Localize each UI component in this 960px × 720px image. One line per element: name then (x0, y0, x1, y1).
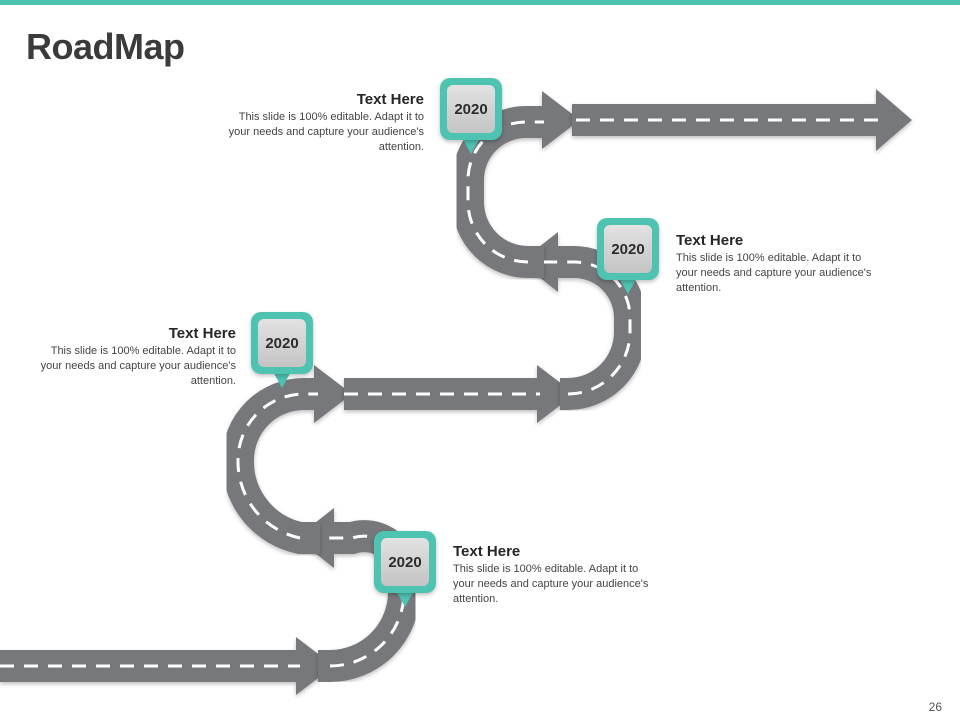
milestone-text-3: Text Here This slide is 100% editable. A… (36, 325, 236, 389)
milestone-year: 2020 (381, 538, 429, 586)
milestone-heading: Text Here (453, 543, 521, 560)
slide-title: RoadMap (26, 26, 185, 67)
milestone-marker-3: 2020 (251, 312, 313, 388)
milestone-description: This slide is 100% editable. Adapt it to… (228, 111, 424, 153)
page-number: 26 (928, 700, 942, 714)
milestone-description: This slide is 100% editable. Adapt it to… (40, 345, 236, 387)
milestone-marker-2: 2020 (597, 218, 659, 294)
milestone-heading: Text Here (356, 91, 424, 108)
milestone-marker-1: 2020 (440, 78, 502, 154)
milestone-description: This slide is 100% editable. Adapt it to… (676, 252, 872, 294)
milestone-heading: Text Here (168, 325, 236, 342)
milestone-description: This slide is 100% editable. Adapt it to… (453, 563, 649, 605)
road-segment-top (572, 89, 912, 151)
milestone-marker-4: 2020 (374, 531, 436, 607)
milestone-year: 2020 (258, 319, 306, 367)
milestone-heading: Text Here (676, 232, 744, 249)
milestone-text-1: Text Here This slide is 100% editable. A… (224, 91, 424, 155)
milestone-year: 2020 (604, 225, 652, 273)
top-accent-bar (0, 0, 960, 5)
milestone-text-2: Text Here This slide is 100% editable. A… (676, 232, 884, 296)
milestone-year: 2020 (447, 85, 495, 133)
milestone-text-4: Text Here This slide is 100% editable. A… (453, 543, 661, 607)
